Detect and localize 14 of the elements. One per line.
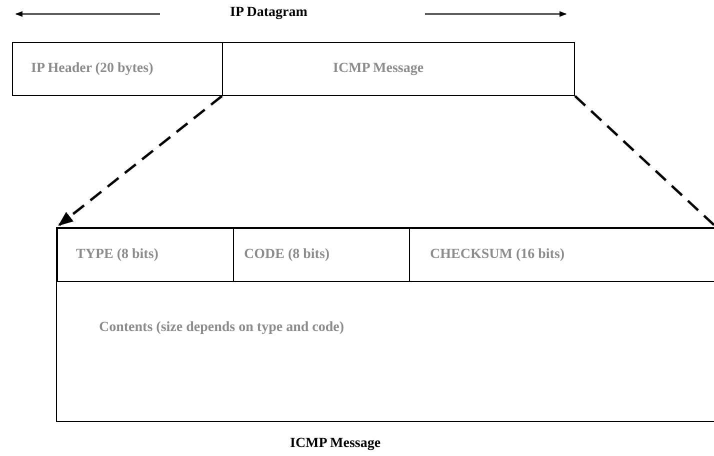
type-field <box>57 228 234 282</box>
message-field <box>222 42 575 96</box>
contents-field <box>56 281 714 422</box>
field-label: ICMP Message <box>333 61 424 77</box>
field-label: CHECKSUM (16 bits) <box>430 247 565 263</box>
checksum-field <box>409 228 714 282</box>
diagram-caption: ICMP Message <box>290 436 381 452</box>
dashed-arrow <box>58 95 223 226</box>
field-label: Contents (size depends on type and code) <box>99 320 344 336</box>
field-label: CODE (8 bits) <box>244 247 330 263</box>
field-label: IP Header (20 bytes) <box>31 61 154 77</box>
header-field <box>12 42 223 96</box>
field-label: TYPE (8 bits) <box>76 247 158 263</box>
dimension-label: IP Datagram <box>230 5 308 21</box>
